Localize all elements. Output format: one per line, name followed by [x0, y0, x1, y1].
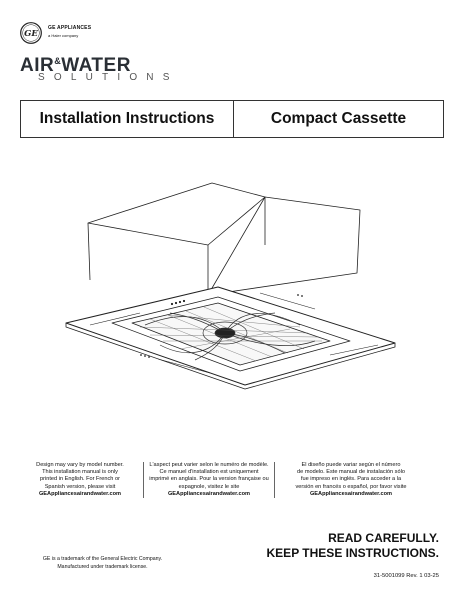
- cassette-illustration: [65, 182, 396, 390]
- note-english-line: Design may vary by model number.: [36, 462, 124, 468]
- note-english-line: Spanish version, please visit: [44, 483, 116, 490]
- note-french-line: espagnole, visitez le site: [178, 483, 240, 490]
- keep-instructions-text: KEEP THESE INSTRUCTIONS.: [266, 546, 439, 560]
- ge-logo-text: GE: [24, 29, 38, 39]
- note-spanish-line: versión en francés o español, por favor …: [295, 483, 407, 490]
- brand-name: GE APPLIANCES: [48, 25, 92, 31]
- note-spanish-website-link[interactable]: GEAppliancesairandwater.com: [309, 490, 393, 497]
- read-carefully-notice: READ CAREFULLY. KEEP THESE INSTRUCTIONS.: [267, 531, 439, 561]
- note-spanish: El diseño puede variar según el número d…: [281, 462, 421, 498]
- title-box: Installation Instructions Compact Casset…: [20, 100, 444, 138]
- note-french-line: L'aspect peut varier selon le numéro de …: [149, 462, 269, 468]
- product-title: Compact Cassette: [270, 110, 407, 127]
- note-english: Design may vary by model number. This in…: [24, 462, 136, 498]
- read-carefully-text: READ CAREFULLY.: [328, 531, 439, 545]
- product-line-subtitle: SOLUTIONS: [38, 72, 179, 83]
- product-line-title-amp: &: [54, 56, 62, 66]
- product-line-title-air: AIR: [20, 55, 55, 76]
- trademark-line: Manufactured under trademark license.: [57, 563, 148, 570]
- ceiling-box-right-face: [207, 196, 361, 296]
- note-english-line: This installation manual is only: [42, 469, 118, 476]
- note-french-website-link[interactable]: GEAppliancesairandwater.com: [167, 490, 251, 497]
- note-french-line: Ce manuel d'installation est uniquement: [159, 469, 259, 476]
- trademark-line: GE is a trademark of the General Electri…: [42, 556, 163, 562]
- ge-logo-icon: GE: [20, 22, 42, 44]
- note-spanish-line: de modelo. Este manual de instalación só…: [297, 469, 405, 476]
- note-spanish-line: fue impreso en inglés. Para acceder a la: [300, 476, 402, 483]
- note-french: L'aspect peut varier selon le numéro de …: [143, 462, 275, 499]
- document-id: 31-5001099 Rev. 1 03-25: [373, 573, 439, 579]
- note-french-line: imprimé en anglais. Pour la version fran…: [149, 476, 269, 483]
- brand-subtitle: a Haier company: [48, 33, 79, 38]
- note-spanish-line: El diseño puede variar según el número: [301, 462, 401, 468]
- trademark-notice: GE is a trademark of the General Electri…: [30, 556, 175, 571]
- note-english-website-link[interactable]: GEAppliancesairandwater.com: [38, 490, 122, 497]
- product-line-title-water: WATER: [61, 55, 131, 76]
- product-line-title: AIR&WATER: [20, 56, 131, 75]
- ceiling-box-left-face: [87, 182, 266, 246]
- document-title: Installation Instructions: [21, 101, 234, 137]
- note-english-line: printed in English. For French or: [40, 476, 120, 483]
